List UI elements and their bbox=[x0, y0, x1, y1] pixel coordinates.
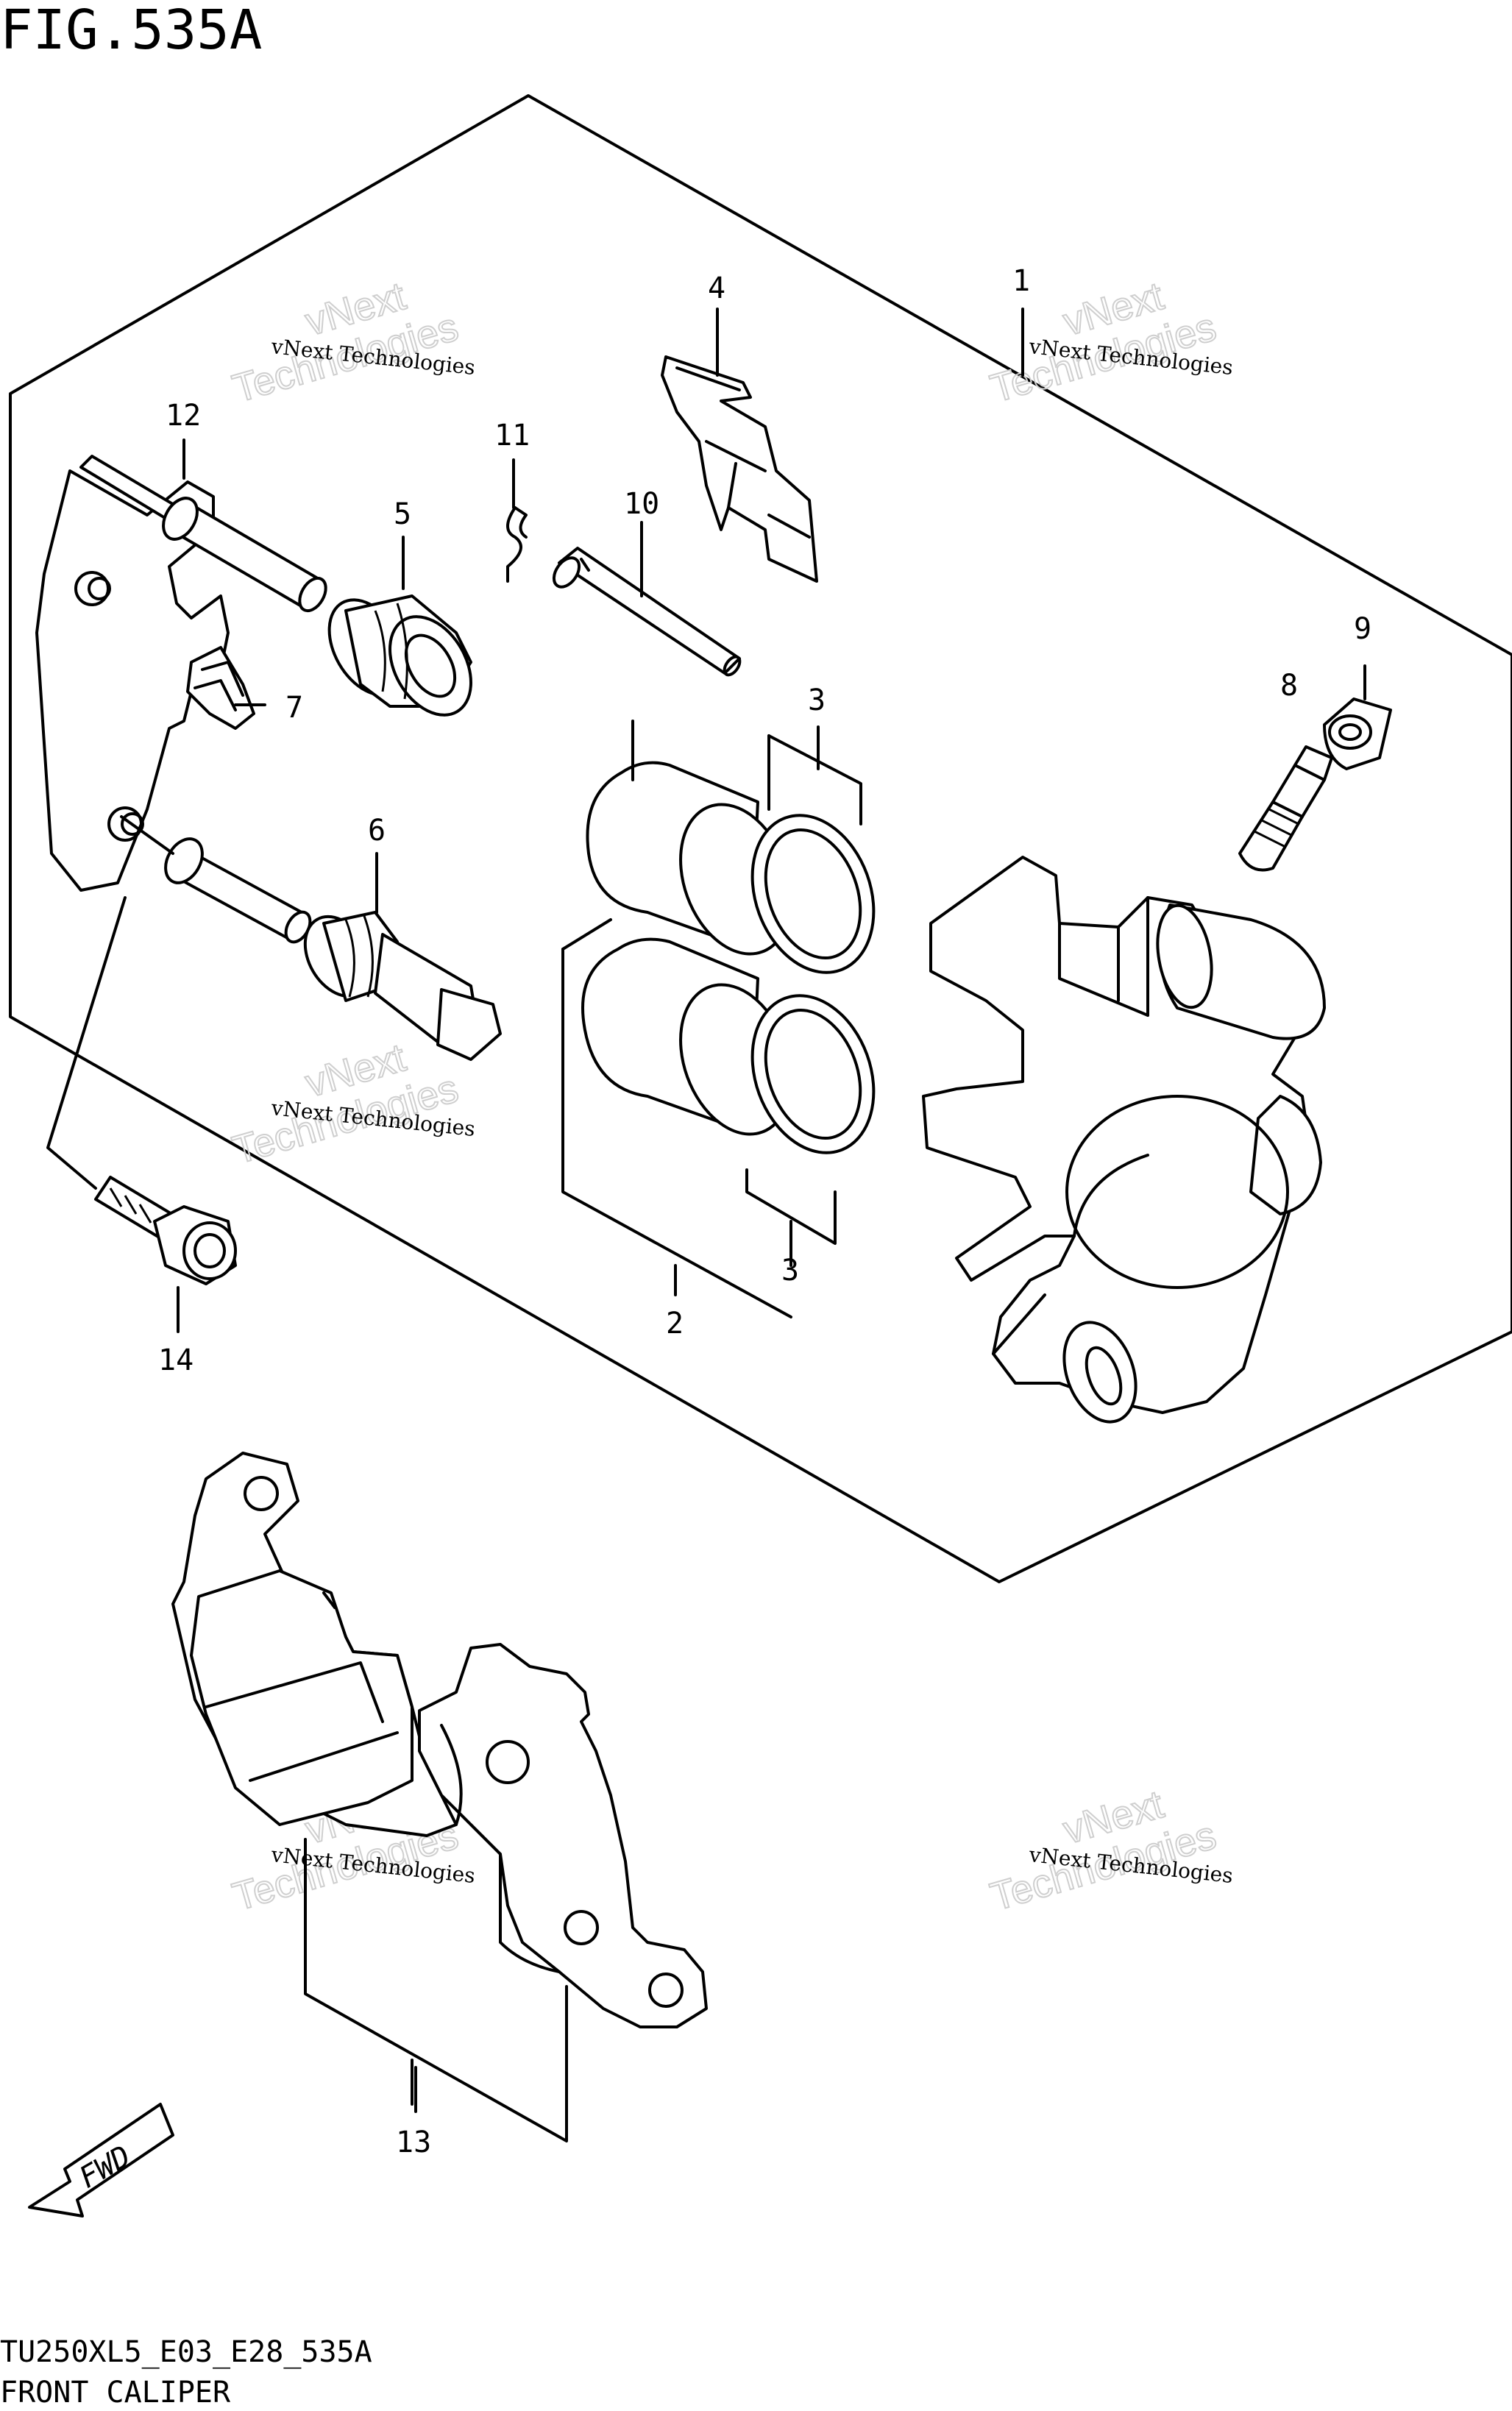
part-14-bolt bbox=[94, 1176, 237, 1285]
callout-2: 2 bbox=[666, 1307, 684, 1341]
part-2-pistons bbox=[561, 734, 876, 1318]
part-10-pad-pin bbox=[552, 547, 742, 677]
callout-4: 4 bbox=[708, 271, 725, 305]
part-9-cap bbox=[1323, 697, 1392, 770]
callout-11: 11 bbox=[494, 419, 530, 452]
callout-10: 10 bbox=[624, 487, 659, 521]
forward-arrow-icon: FWD bbox=[28, 2103, 174, 2218]
callout-14: 14 bbox=[158, 1343, 194, 1377]
part-8-bleeder bbox=[1238, 745, 1333, 872]
callout-3-lower: 3 bbox=[781, 1254, 799, 1288]
part-13-pads bbox=[171, 1452, 708, 2142]
assembly-boundary bbox=[9, 94, 1512, 1583]
caliper-body bbox=[922, 856, 1326, 1424]
part-6-pin bbox=[303, 911, 502, 1061]
figure-name: FRONT CALIPER bbox=[0, 2376, 231, 2410]
figure-title: FIG.535A bbox=[0, 0, 262, 62]
callout-5: 5 bbox=[394, 497, 411, 531]
callout-labels: 1 2 3 3 4 5 6 7 8 9 10 11 12 13 14 bbox=[158, 264, 1371, 2159]
callout-3-upper: 3 bbox=[808, 683, 826, 717]
leader-lines bbox=[46, 308, 1366, 2113]
callout-1: 1 bbox=[1012, 264, 1030, 298]
callout-7: 7 bbox=[285, 691, 303, 725]
callout-6: 6 bbox=[368, 814, 386, 848]
callout-9: 9 bbox=[1354, 612, 1371, 646]
figure-code: TU250XL5_E03_E28_535A bbox=[0, 2335, 372, 2369]
callout-12: 12 bbox=[166, 399, 201, 433]
part-7-clip bbox=[186, 646, 255, 730]
part-4-pad-spring bbox=[661, 355, 818, 583]
part-5-boot bbox=[327, 594, 472, 717]
callout-8: 8 bbox=[1280, 669, 1298, 703]
callout-13: 13 bbox=[396, 2126, 431, 2159]
part-11-clip-pin bbox=[506, 506, 528, 583]
